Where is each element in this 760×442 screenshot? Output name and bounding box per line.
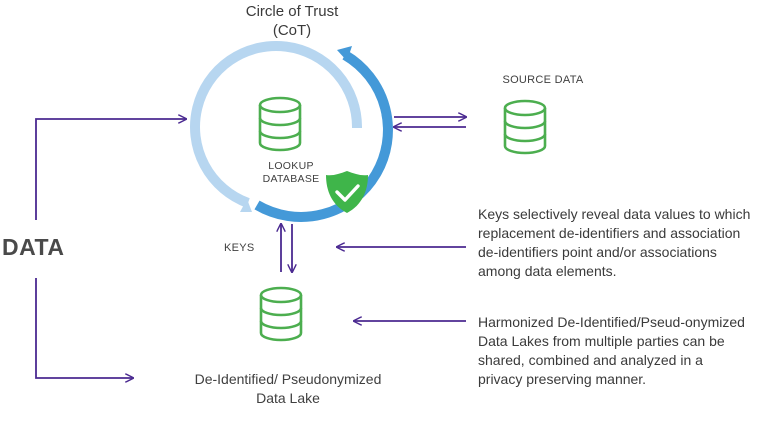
data-lake-label-line1: De-Identified/ Pseudonymized <box>194 371 382 387</box>
keys-description: Keys selectively reveal data values to w… <box>478 206 751 279</box>
data-lake-label-line2: Data Lake <box>256 390 320 406</box>
circle-of-trust-ring <box>190 41 393 222</box>
lookup-database-label-line2: DATABASE <box>262 173 320 185</box>
harmonized-description: Harmonized De-Identified/Pseud-onymized … <box>478 314 745 387</box>
circle-of-trust-title-line1: Circle of Trust <box>245 3 339 20</box>
lookup-database-label: LOOKUP DATABASE <box>246 160 336 186</box>
keys-label: KEYS <box>224 242 255 254</box>
source-data-database-icon <box>503 99 547 155</box>
data-lake-label: De-Identified/ Pseudonymized Data Lake <box>172 370 404 408</box>
circle-of-trust-title-line2: (CoT) <box>272 22 312 39</box>
lookup-database-label-line1: LOOKUP <box>268 160 314 172</box>
data-lake-database-icon <box>259 286 303 342</box>
circle-of-trust-title: Circle of Trust (CoT) <box>212 2 372 40</box>
shield-check-icon <box>326 171 368 213</box>
data-label: DATA <box>2 234 65 260</box>
lookup-database-icon <box>258 96 302 152</box>
source-data-label: SOURCE DATA <box>502 74 584 86</box>
data-to-lake-arrow <box>35 278 133 378</box>
data-to-cot-arrow <box>35 119 186 220</box>
